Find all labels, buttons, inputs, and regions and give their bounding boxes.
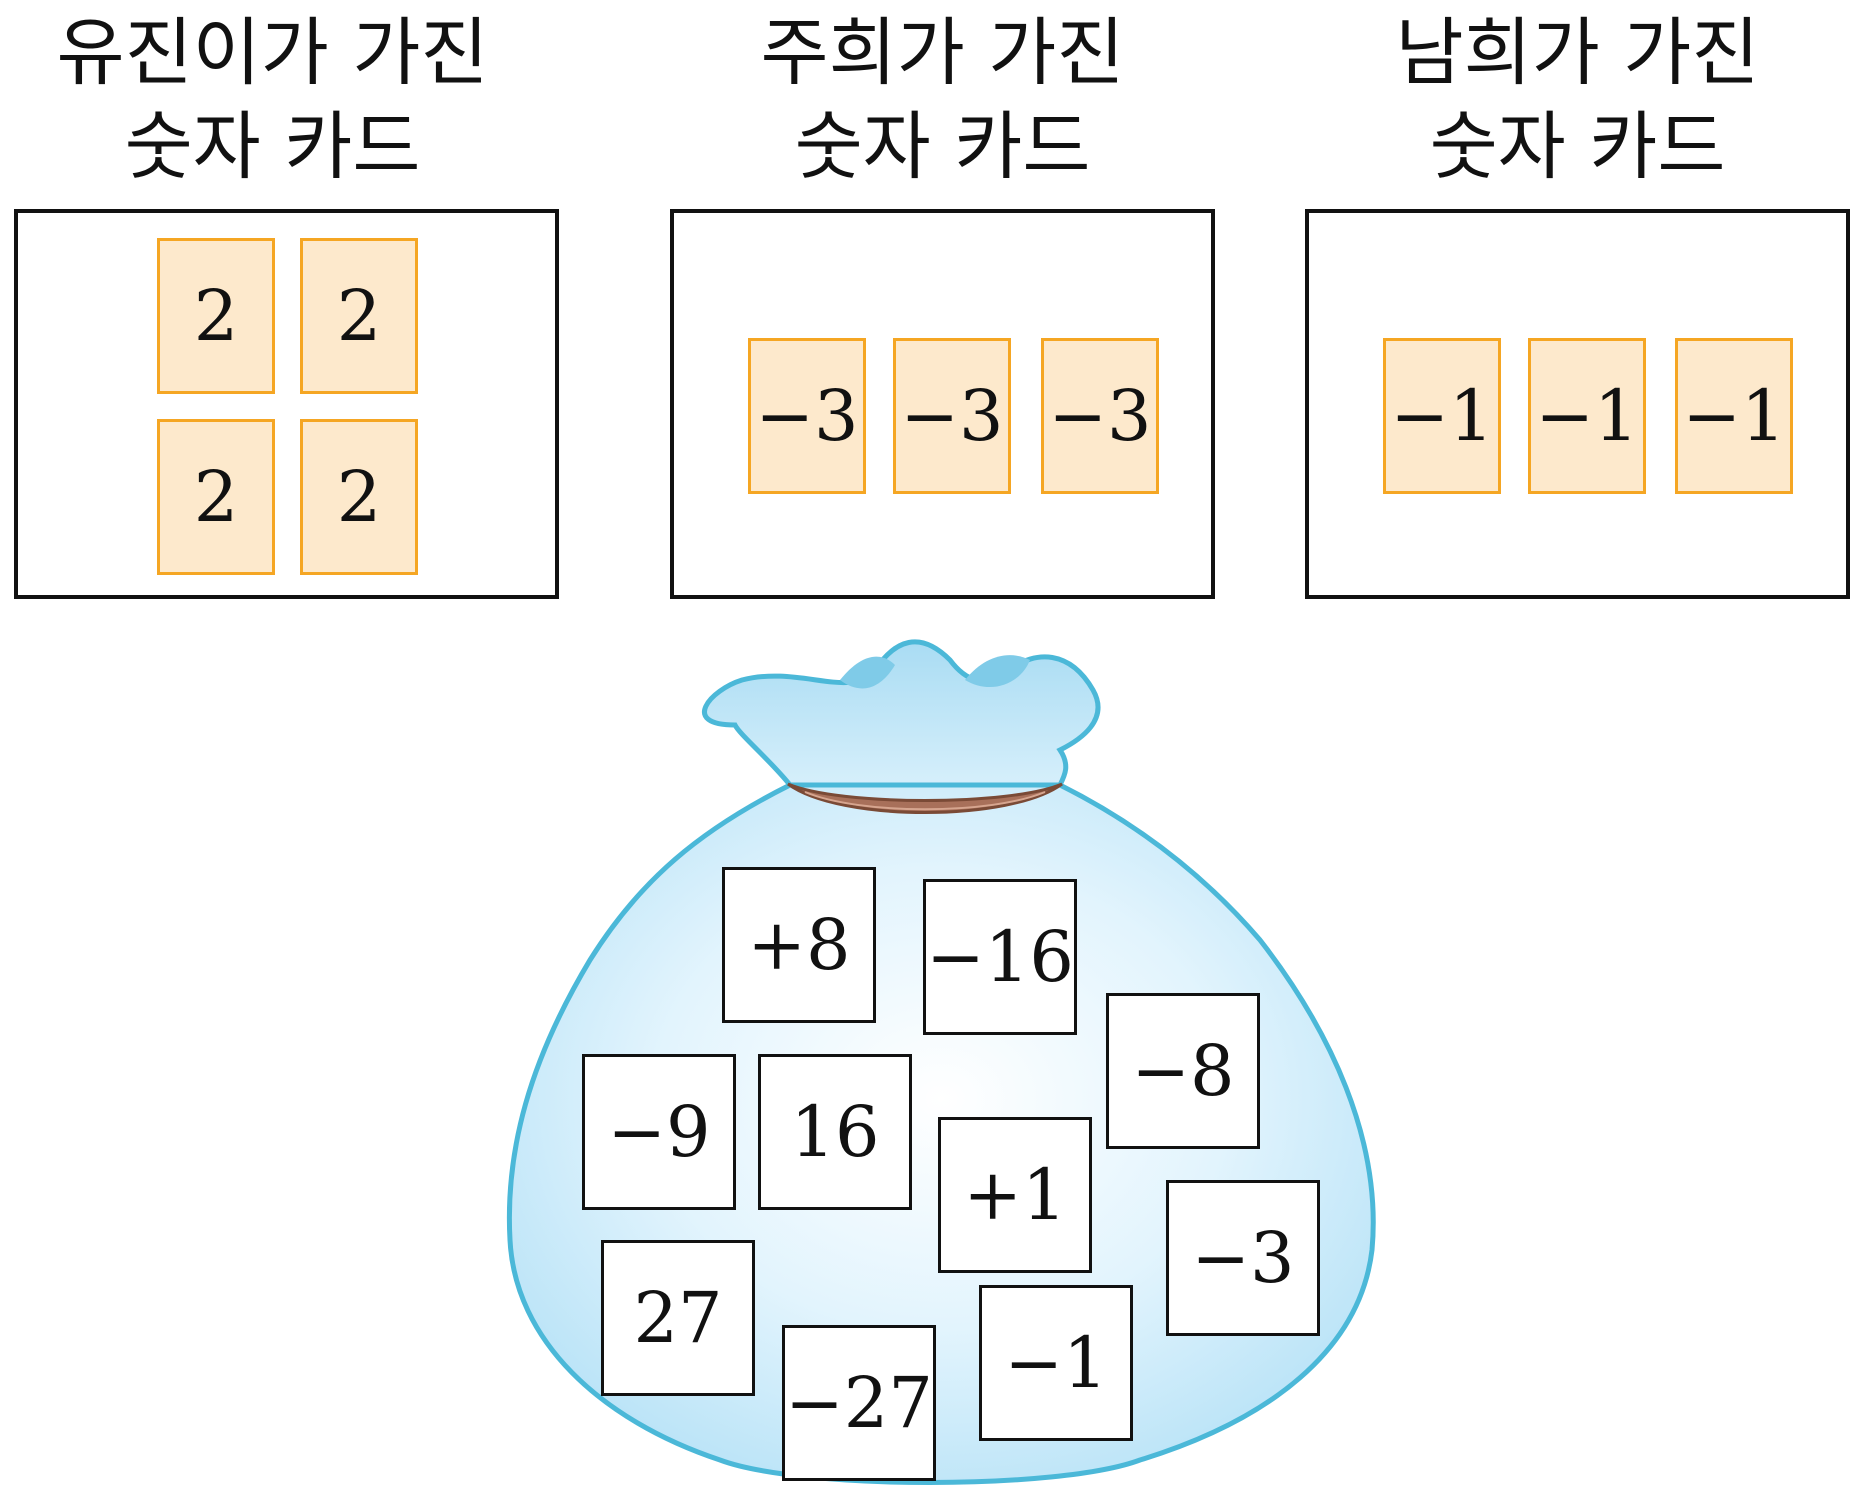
namhee-title-line1: 남희가 가진 bbox=[1395, 10, 1760, 96]
held-number-card: 2 bbox=[157, 238, 275, 394]
held-number-card: −1 bbox=[1528, 338, 1646, 494]
held-number-card: −3 bbox=[893, 338, 1011, 494]
held-number-card: 2 bbox=[157, 419, 275, 575]
held-number-card: 2 bbox=[300, 238, 418, 394]
bag-number-card: 27 bbox=[601, 1240, 755, 1396]
held-number-card: −1 bbox=[1383, 338, 1501, 494]
yujin-title-line2: 숫자 카드 bbox=[124, 104, 421, 190]
held-number-card: −3 bbox=[748, 338, 866, 494]
juhee-card-box: −3 −3 −3 bbox=[670, 209, 1215, 599]
yujin-title-line1: 유진이가 가진 bbox=[56, 10, 489, 96]
bag-number-card: 16 bbox=[758, 1054, 912, 1210]
bag-top-fold bbox=[840, 656, 895, 689]
bag-top-fold bbox=[965, 655, 1030, 688]
namhee-card-box: −1 −1 −1 bbox=[1305, 209, 1850, 599]
bag-number-card: −27 bbox=[782, 1325, 936, 1481]
held-number-card: −3 bbox=[1041, 338, 1159, 494]
bag-number-card: −16 bbox=[923, 879, 1077, 1035]
namhee-title: 남희가 가진 숫자 카드 bbox=[1305, 6, 1850, 194]
bag-number-card: +8 bbox=[722, 867, 876, 1023]
juhee-title-line1: 주희가 가진 bbox=[760, 10, 1125, 96]
yujin-card-box: 2 2 2 2 bbox=[14, 209, 559, 599]
bag-number-card: +1 bbox=[938, 1117, 1092, 1273]
bag-tie-line bbox=[804, 791, 1046, 811]
namhee-title-line2: 숫자 카드 bbox=[1429, 104, 1726, 190]
juhee-title-line2: 숫자 카드 bbox=[794, 104, 1091, 190]
bag-top bbox=[702, 639, 1101, 788]
bag-number-card: −9 bbox=[582, 1054, 736, 1210]
yujin-title: 유진이가 가진 숫자 카드 bbox=[0, 6, 545, 194]
bag-number-card: −1 bbox=[979, 1285, 1133, 1441]
bag-number-card: −3 bbox=[1166, 1180, 1320, 1336]
held-number-card: −1 bbox=[1675, 338, 1793, 494]
juhee-title: 주희가 가진 숫자 카드 bbox=[670, 6, 1215, 194]
held-number-card: 2 bbox=[300, 419, 418, 575]
bag-number-card: −8 bbox=[1106, 993, 1260, 1149]
